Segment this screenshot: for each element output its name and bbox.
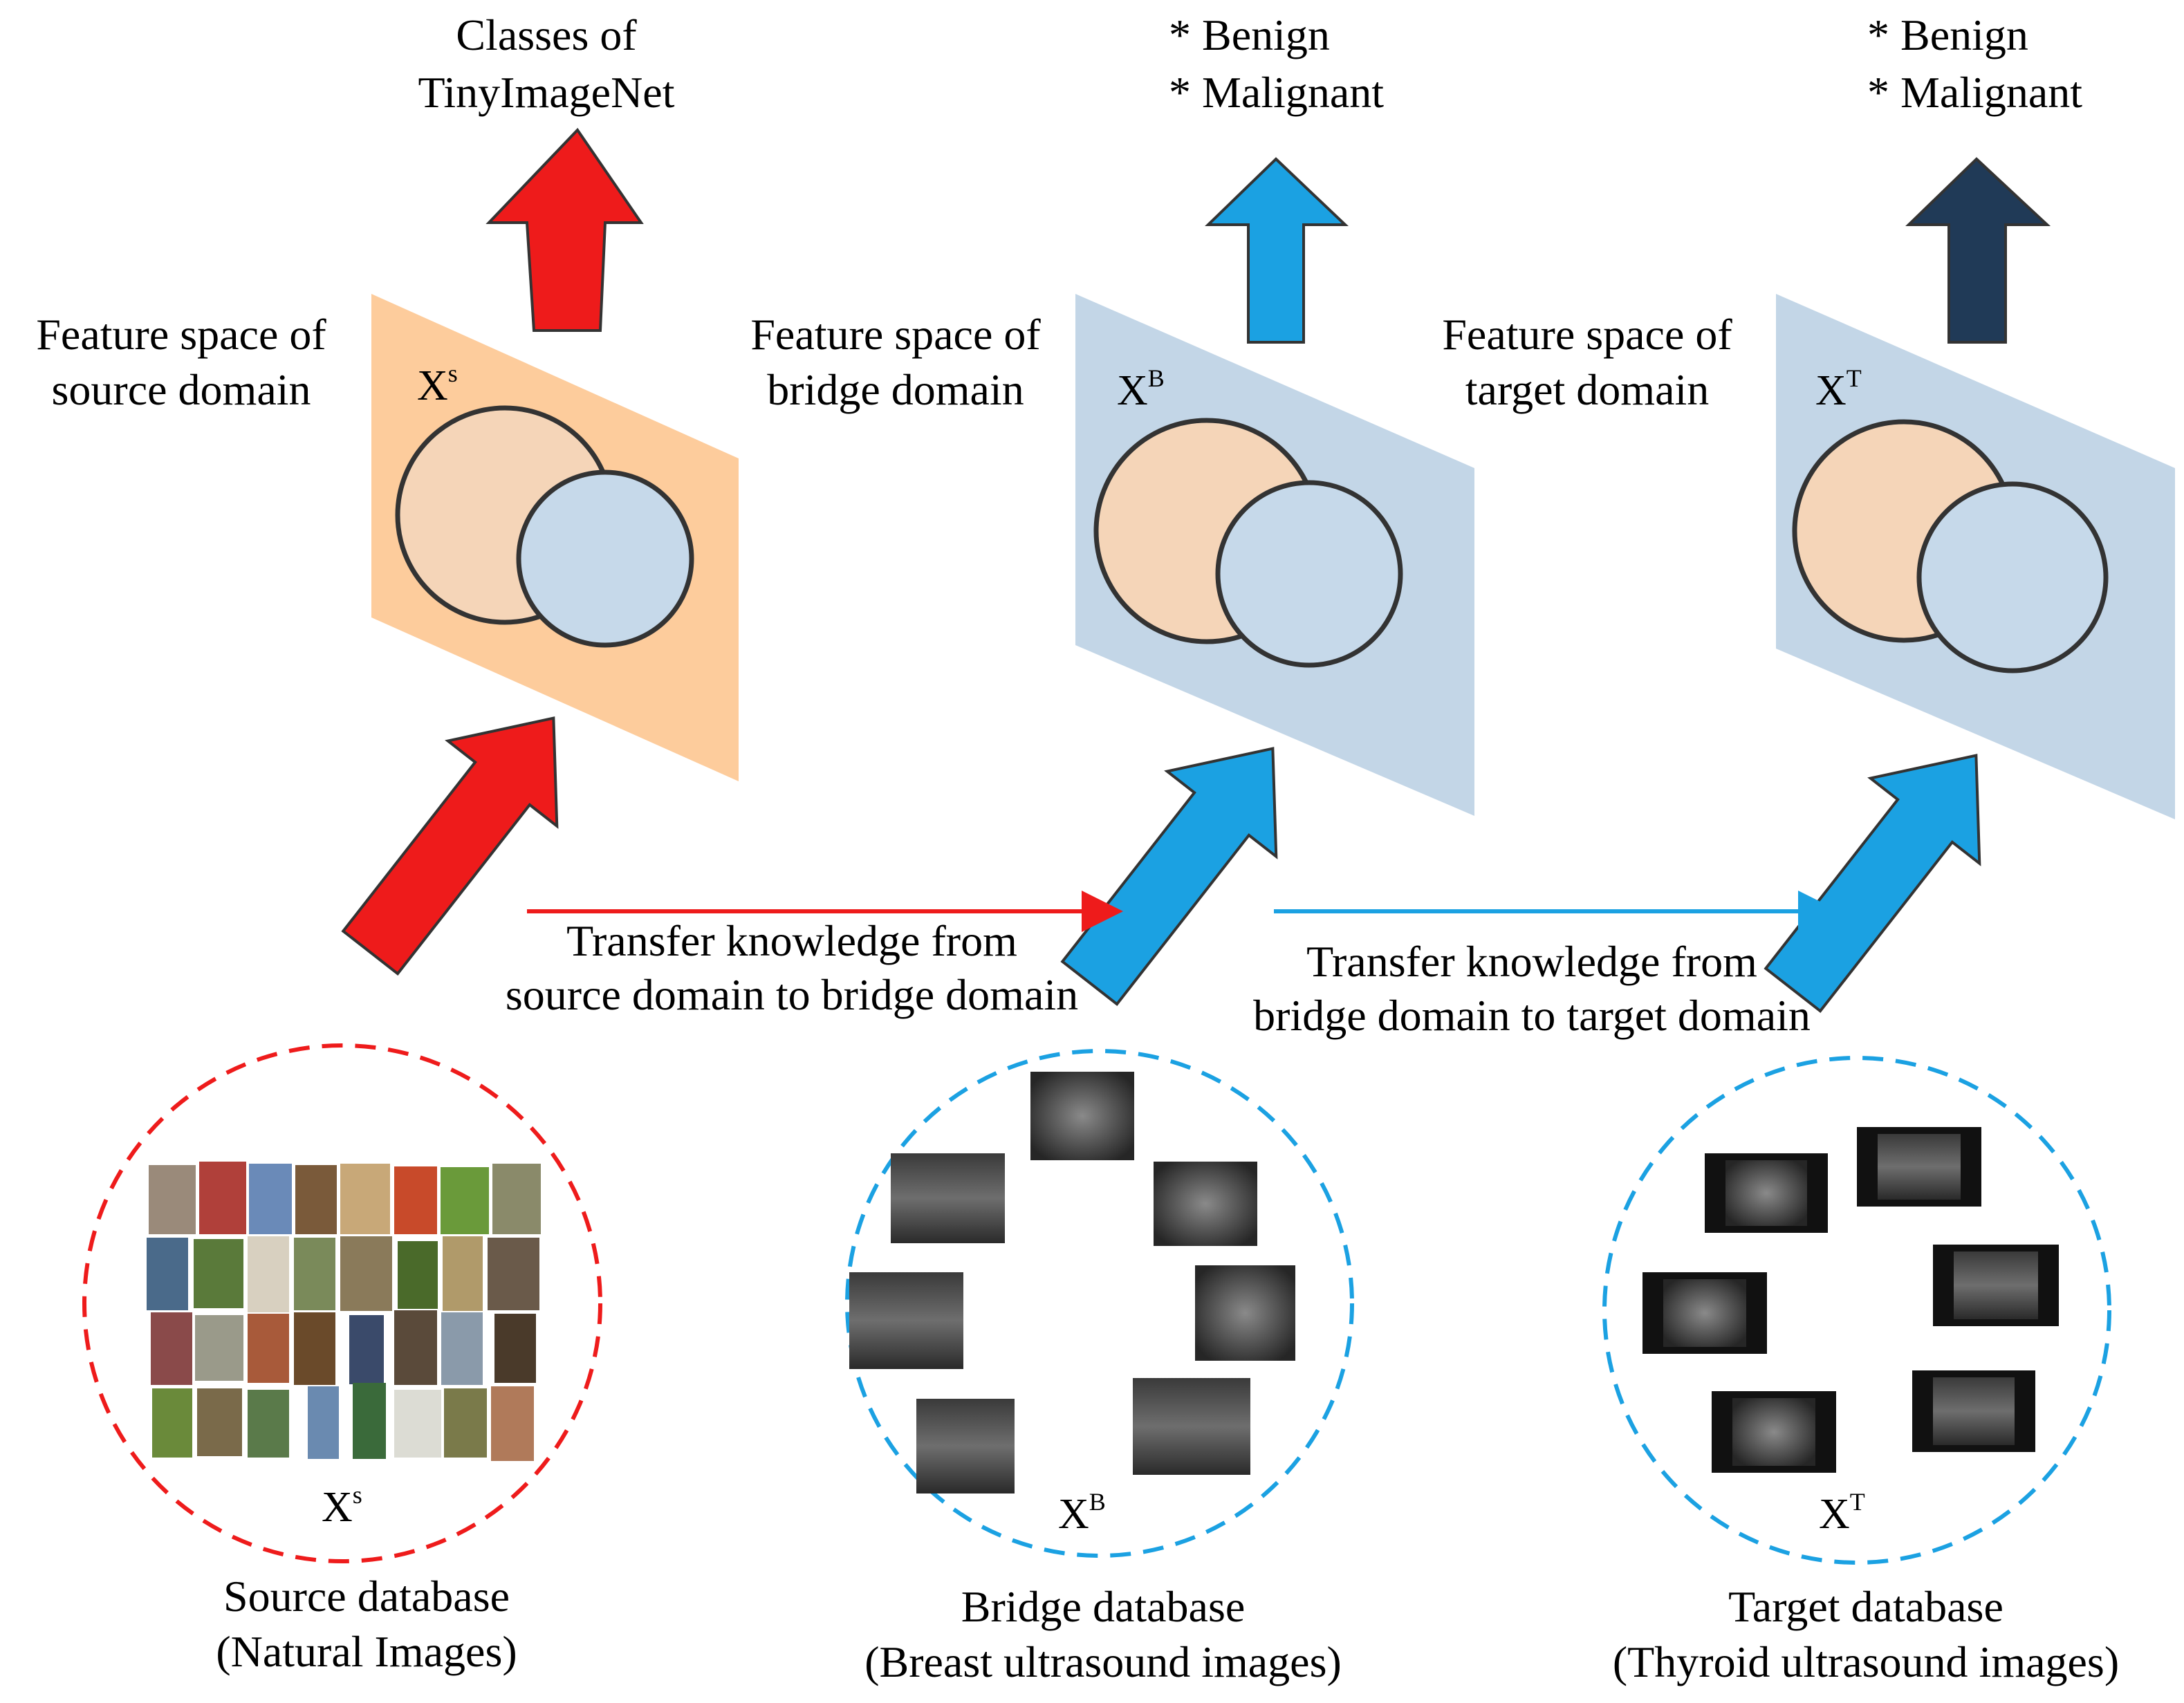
breast-ultrasound-thumbnails (849, 1072, 1295, 1493)
bridge-class-circle-b (1215, 480, 1403, 668)
source-plane-variable: Xs (417, 360, 458, 409)
source-database-title-line-1: Source database (223, 1572, 510, 1621)
target-feature-plane: XT (1776, 294, 2175, 819)
transfer-2-line-2: bridge domain to target domain (1253, 991, 1811, 1040)
source-output-label: Classes of TinyImageNet (418, 10, 675, 117)
target-output-line-2: * Malignant (1867, 68, 2082, 117)
target-feature-title-line-2: target domain (1465, 365, 1710, 414)
target-database-variable: XT (1819, 1488, 1865, 1538)
target-output-label: * Benign * Malignant (1867, 10, 2082, 117)
target-output-line-1: * Benign (1867, 10, 2028, 59)
bridge-database-dashed-circle (845, 1049, 1354, 1558)
bridge-plane-variable: XB (1117, 364, 1165, 414)
transfer-1-line-2: source domain to bridge domain (506, 970, 1078, 1019)
bridge-database-title-line-1: Bridge database (961, 1582, 1246, 1631)
bridge-database-variable: XB (1058, 1488, 1106, 1538)
target-database-dashed-circle (1602, 1056, 2111, 1565)
source-feature-title-line-2: source domain (52, 365, 311, 414)
target-feature-title-line-1: Feature space of (1442, 310, 1732, 359)
bridge-feature-space-title: Feature space of bridge domain (750, 310, 1041, 414)
bridge-embedding-arrow (1060, 747, 1278, 1007)
source-class-circle-b (516, 469, 694, 648)
bridge-output-arrow (1205, 157, 1349, 344)
source-embedding-arrow (341, 716, 559, 976)
target-output-arrow (1905, 157, 2051, 344)
bridge-database-title-line-2: (Breast ultrasound images) (864, 1637, 1342, 1686)
source-feature-space-title: Feature space of source domain (36, 310, 326, 414)
bridge-database: XB Bridge database (Breast ultrasound im… (845, 1049, 1354, 1686)
source-output-line-1: Classes of (456, 10, 637, 59)
target-database-title-line-2: (Thyroid ultrasound images) (1613, 1637, 2119, 1686)
target-feature-space-title: Feature space of target domain (1442, 310, 1732, 414)
bridge-output-label: * Benign * Malignant (1169, 10, 1384, 117)
bridge-output-line-1: * Benign (1169, 10, 1330, 59)
source-output-arrow (485, 127, 644, 332)
target-database: XT Target database (Thyroid ultrasound i… (1602, 1056, 2119, 1686)
thyroid-ultrasound-thumbnails (1642, 1127, 2059, 1473)
source-feature-title-line-1: Feature space of (36, 310, 326, 359)
transfer-2-line-1: Transfer knowledge from (1306, 937, 1757, 986)
source-database: Xs Source database (Natural Images) (82, 1043, 602, 1676)
source-database-variable: Xs (322, 1481, 362, 1531)
target-plane-variable: XT (1815, 364, 1862, 414)
transfer-1-line-1: Transfer knowledge from (566, 916, 1017, 965)
bridge-feature-title-line-1: Feature space of (750, 310, 1041, 359)
bridge-to-target-transfer-label: Transfer knowledge from bridge domain to… (1253, 937, 1811, 1040)
source-output-line-2: TinyImageNet (418, 68, 675, 117)
target-embedding-arrow (1764, 754, 1981, 1014)
bridge-feature-title-line-2: bridge domain (767, 365, 1024, 414)
source-feature-plane: Xs (371, 294, 739, 781)
target-class-circle-b (1916, 481, 2109, 673)
target-database-title-line-1: Target database (1728, 1582, 2003, 1631)
bridge-output-line-2: * Malignant (1169, 68, 1384, 117)
source-to-bridge-transfer-label: Transfer knowledge from source domain to… (506, 916, 1078, 1019)
natural-image-thumbnails (147, 1162, 541, 1461)
source-database-dashed-circle (82, 1043, 602, 1563)
bridge-feature-plane: XB (1075, 294, 1474, 816)
source-database-title-line-2: (Natural Images) (216, 1627, 517, 1676)
